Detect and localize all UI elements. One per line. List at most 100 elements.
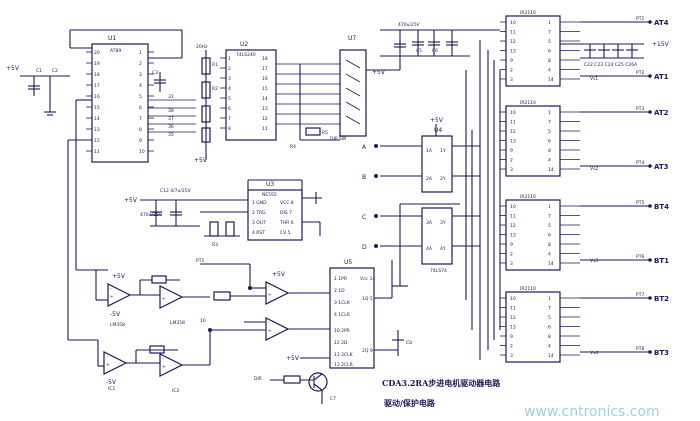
vcc-u4: +5V [430, 117, 444, 124]
u2-pin-label: 17 [262, 66, 268, 72]
u2-ref: U2 [240, 41, 248, 48]
vs4-label: Vs4 [590, 350, 598, 356]
u2-pin-label: 3 [228, 76, 231, 82]
output-label: BT2 [654, 295, 669, 303]
u2-pin-label: 12 [262, 116, 268, 122]
u7-sub: DIP SW [330, 136, 347, 142]
r5-label: R5 [322, 130, 328, 136]
neg5-op1: -5V [110, 311, 121, 318]
u1-pin-label: 2 [139, 61, 142, 67]
u1-pin-label: 7 [139, 116, 142, 122]
vcc-op3: +5V [272, 271, 286, 278]
cap-text: C12 4/7u/25V [160, 188, 192, 194]
ir-pin-label: 3 [510, 77, 513, 83]
svg-text:2 1D: 2 1D [334, 288, 345, 294]
svg-text:+: + [110, 294, 114, 300]
bottom-transistor: DIR C7 [254, 372, 336, 404]
ir-pin-label: 12 [510, 223, 516, 229]
ir-pin-label: 6 [548, 139, 551, 145]
u2-pin-label: 5 [228, 96, 231, 102]
vcc-u5: +5V [286, 355, 300, 362]
svg-text:4 1CLR: 4 1CLR [334, 312, 350, 318]
svg-text:3A: 3A [426, 220, 433, 226]
ir-pin-label: 14 [548, 353, 554, 359]
pt-label: PT1 [636, 16, 644, 22]
svg-text:2Q 9: 2Q 9 [362, 348, 373, 354]
ir-pin-label: 4 [548, 158, 551, 164]
ir-pin-label: 13 [510, 49, 516, 55]
u5-logic: U5 1 1PR 2 1D 3 1CLK 4 1CLR 10 2PR 12 2D… [286, 259, 412, 369]
svg-text:VCC 8: VCC 8 [280, 200, 294, 206]
svg-text:DIR: DIR [254, 376, 262, 382]
ir-pin-label: 3 [510, 167, 513, 173]
svg-text:+: + [162, 364, 166, 370]
ir-pin-label: 5 [548, 39, 551, 45]
ir-pin-label: 11 [510, 120, 516, 126]
u1-sub: AT89 [110, 48, 121, 54]
u2-pin-label: 18 [262, 56, 268, 62]
ir-pin-label: 3 [510, 261, 513, 267]
ir-pin-label: 13 [510, 139, 516, 145]
left-supply-block: +5V C1 C2 [6, 65, 70, 116]
u2-pin-label: 2 [228, 66, 231, 72]
ir-pin-label: 7 [548, 120, 551, 126]
u1-pin-label: 6 [139, 105, 142, 111]
ir-pin-label: 3 [510, 353, 513, 359]
ir-pin-label: 10 [510, 110, 516, 116]
vs1-label: Vs1 [590, 76, 598, 82]
ir-pin-label: 10 [510, 204, 516, 210]
c2-label: C2 [52, 68, 58, 74]
u4-ref: U4 [434, 127, 442, 134]
ir-pin-label: 8 [548, 148, 551, 154]
ir-pin-label: 11 [510, 306, 516, 312]
svg-text:13 2CLR: 13 2CLR [334, 362, 353, 368]
vs2-label: Vs2 [590, 166, 598, 172]
u2-pin-label: 16 [262, 76, 268, 82]
svg-text:12 2D: 12 2D [334, 340, 348, 346]
svg-text:-: - [268, 285, 270, 290]
ir-pin-label: 14 [548, 77, 554, 83]
svg-text:35: 35 [168, 132, 174, 138]
pt-label: PT3 [636, 106, 644, 112]
u2-pin-label: 4 [228, 86, 231, 92]
vs3-label: Vs3 [590, 258, 598, 264]
r3-label: R3 [212, 242, 218, 248]
ir-pin-label: 1 [548, 296, 551, 302]
u1-pin-label: 16 [94, 94, 100, 100]
pt-label: PT2 [636, 70, 644, 76]
svg-text:-: - [110, 287, 112, 292]
ir-pin-label: 6 [548, 49, 551, 55]
ir-pin-label: 2 [510, 158, 513, 164]
u7-ref: U7 [348, 35, 356, 42]
vcc-label-left: +5V [6, 65, 20, 72]
vcc15-label: +15V [652, 41, 670, 48]
svg-text:31: 31 [168, 94, 174, 100]
svg-text:1A: 1A [426, 148, 433, 154]
svg-text:PT1: PT1 [196, 258, 204, 264]
u1-pin-label: 8 [139, 127, 142, 133]
svg-text:+: + [162, 296, 166, 302]
r2-label: R2 [212, 86, 218, 92]
u1-pin-label: 11 [94, 149, 100, 155]
output-label: AT3 [654, 163, 669, 171]
svg-text:2 TRG: 2 TRG [252, 210, 266, 216]
u2-pin-label: 8 [228, 126, 231, 132]
u1-pin-label: 10 [139, 149, 145, 155]
ir2110-2 [505, 105, 561, 177]
svg-text:1 GND: 1 GND [252, 200, 267, 206]
svg-text:DIS 7: DIS 7 [280, 210, 292, 216]
svg-text:4 RST: 4 RST [252, 230, 265, 236]
pt-label: PT8 [636, 346, 644, 352]
ic1-label: IC1 [108, 386, 115, 392]
svg-text:3 1CLK: 3 1CLK [334, 300, 351, 306]
watermark: www.cntronics.com [524, 404, 660, 420]
input-a: A [362, 144, 367, 151]
u1-pin-label: 15 [94, 105, 100, 111]
u7-switch: U7 DIP SW +5V R5 R4 [276, 35, 401, 150]
svg-text:38: 38 [168, 108, 174, 114]
ir-pin-label: 7 [548, 306, 551, 312]
svg-text:10 2PR: 10 2PR [334, 328, 350, 334]
